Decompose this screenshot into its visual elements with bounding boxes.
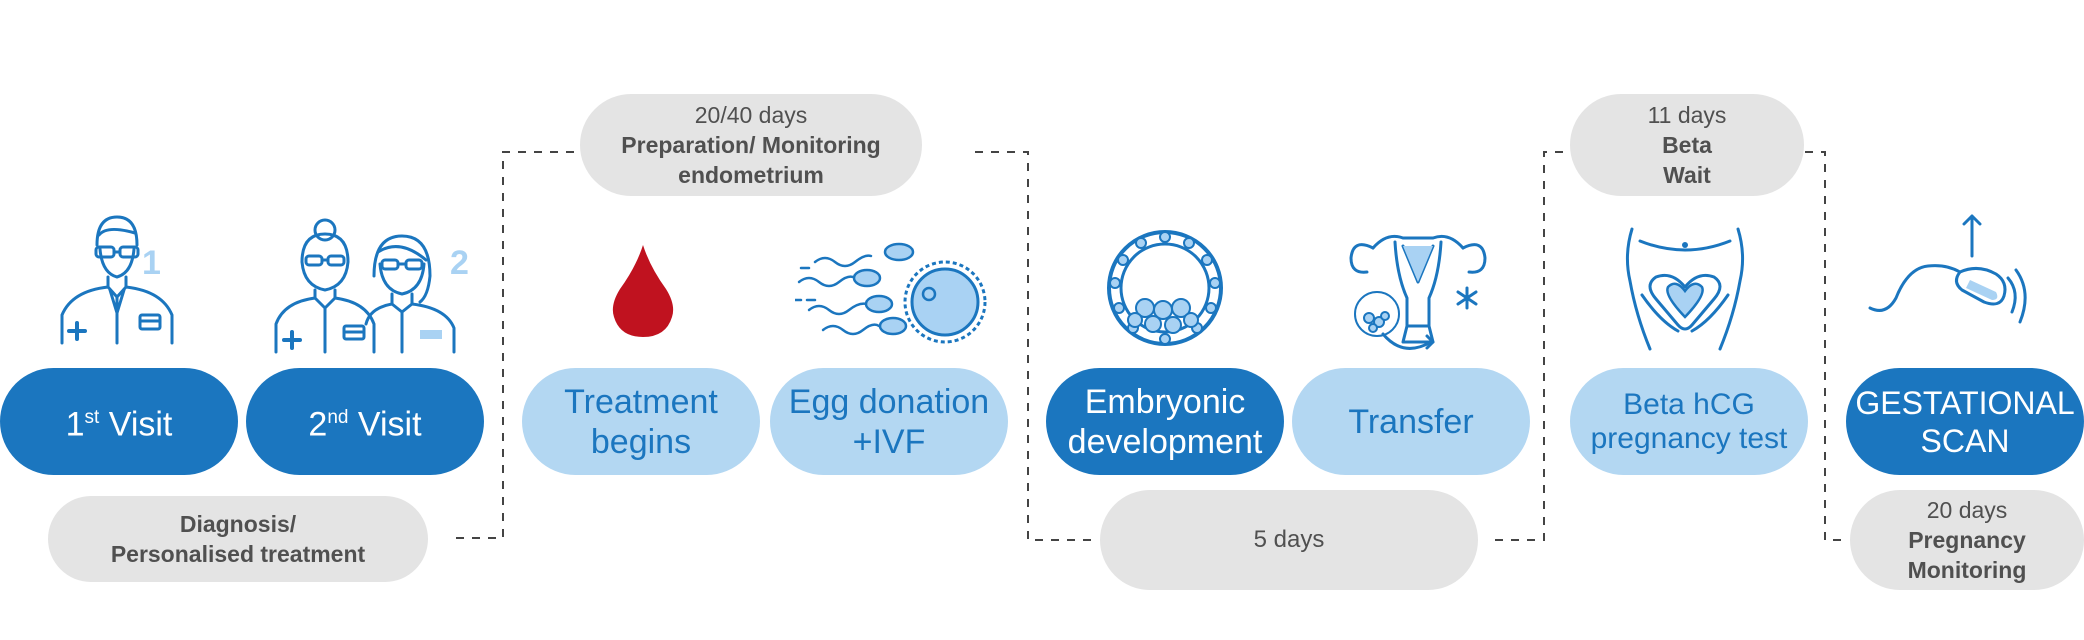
two-doctors-icon [274, 218, 456, 354]
step-transfer: Transfer [1292, 368, 1530, 475]
pregnant-belly-heart-icon [1625, 227, 1745, 351]
doctor-icon [60, 215, 174, 345]
phase-embryo-days: 5 days [1100, 490, 1478, 590]
second-visit-label: 2nd Visit [308, 405, 422, 444]
blood-drop-icon [612, 245, 674, 337]
first-visit-label: 1st Visit [65, 405, 173, 444]
step-second-visit: 2nd Visit [246, 368, 484, 475]
phase-diagnosis: Diagnosis/ Personalised treatment [48, 496, 428, 582]
doctor2-number: 2 [450, 244, 469, 282]
step-treatment-begins: Treatment begins [522, 368, 760, 475]
ultrasound-probe-icon [1868, 214, 2027, 324]
step-gestational-scan: GESTATIONAL SCAN [1846, 368, 2084, 475]
phase-preparation: 20/40 days Preparation/ Monitoring endom… [580, 94, 922, 196]
connector-beta-pregnancy [1805, 151, 1848, 541]
blastocyst-icon [1107, 230, 1223, 346]
uterus-icon [1349, 234, 1487, 350]
connector-preparation-embryo [975, 151, 1098, 541]
connector-diagnosis-preparation [456, 151, 578, 539]
connector-embryo-beta [1495, 151, 1568, 541]
step-embryonic-development: Embryonic development [1046, 368, 1284, 475]
phase-pregnancy-monitoring: 20 days Pregnancy Monitoring [1850, 490, 2084, 590]
phase-beta-wait: 11 days Beta Wait [1570, 94, 1804, 196]
sperm-egg-icon [795, 242, 987, 344]
doctor1-number: 1 [142, 244, 161, 282]
step-first-visit: 1st Visit [0, 368, 238, 475]
step-beta-hcg-test: Beta hCG pregnancy test [1570, 368, 1808, 475]
step-egg-donation: Egg donation +IVF [770, 368, 1008, 475]
